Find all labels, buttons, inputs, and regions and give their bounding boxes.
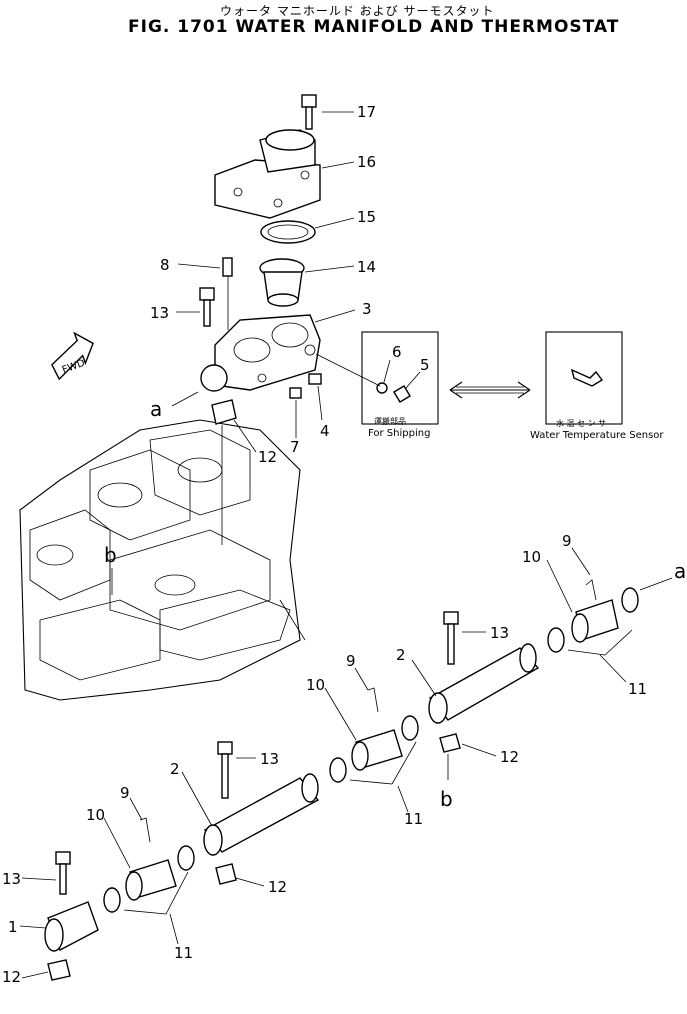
callout-15: 15 <box>357 208 376 226</box>
callout-11-left: 11 <box>174 944 193 962</box>
water-temperature-sensor-box: 水 温 セ ン サ Water Temperature Sensor <box>530 331 664 441</box>
callout-13-right: 13 <box>490 624 509 642</box>
ref-a-top: a <box>150 397 162 421</box>
callout-2-right: 2 <box>396 646 406 664</box>
callout-9-middle: 9 <box>346 652 356 670</box>
bolt-13-top <box>199 287 215 327</box>
callout-7: 7 <box>290 438 300 456</box>
gasket-12-top <box>211 399 237 425</box>
callout-5: 5 <box>420 356 430 374</box>
callout-12-middle: 12 <box>500 748 519 766</box>
callout-9-right: 9 <box>562 532 572 550</box>
pipe-2-left <box>203 741 320 885</box>
engine-block <box>19 419 306 701</box>
pipe-right-group <box>547 579 639 656</box>
callout-10-middle: 10 <box>306 676 325 694</box>
thermostat-14 <box>259 258 305 307</box>
callout-labels: 17 16 15 8 14 13 3 6 5 7 4 12 9 10 13 2 … <box>2 103 647 986</box>
callout-9-left: 9 <box>120 784 130 802</box>
callout-13-top: 13 <box>150 304 169 322</box>
callout-10-left: 10 <box>86 806 105 824</box>
coupling-middle-group <box>329 687 419 785</box>
plug-7 <box>289 387 302 399</box>
callout-16: 16 <box>357 153 376 171</box>
elbow-1 <box>44 851 99 981</box>
reference-letters: a a b b <box>104 397 686 811</box>
bolt-17 <box>301 94 317 130</box>
water-temperature-sensor <box>570 368 604 387</box>
callout-6: 6 <box>392 343 402 361</box>
callout-8: 8 <box>160 256 170 274</box>
callout-13-middle: 13 <box>260 750 279 768</box>
fwd-arrow: FWD <box>51 331 94 381</box>
callout-4: 4 <box>320 422 330 440</box>
callout-3: 3 <box>362 300 372 318</box>
sensor-label-en: Water Temperature Sensor <box>530 430 664 441</box>
callout-12-top: 12 <box>258 448 277 466</box>
callout-12-left: 12 <box>268 878 287 896</box>
callout-11-middle: 11 <box>404 810 423 828</box>
shipping-parts-box: 運搬部品 For Shipping <box>361 331 439 439</box>
sensor-label-jp: 水 温 セ ン サ <box>556 418 606 428</box>
shipping-label-jp: 運搬部品 <box>374 416 406 426</box>
shipping-label-en: For Shipping <box>368 428 430 439</box>
ref-b-left: b <box>104 543 117 567</box>
callout-10-right: 10 <box>522 548 541 566</box>
thermostat-cover-16 <box>214 129 321 219</box>
page-title: FIG. 1701 WATER MANIFOLD AND THERMOSTAT <box>128 17 620 37</box>
title-japanese: ウォータ マニホールド および サーモスタット <box>220 4 495 18</box>
callout-12-bottom: 12 <box>2 968 21 986</box>
callout-17: 17 <box>357 103 376 121</box>
plug-5 <box>393 385 411 403</box>
callout-2-left: 2 <box>170 760 180 778</box>
callout-11-right: 11 <box>628 680 647 698</box>
o-ring-6 <box>376 382 388 394</box>
coupling-left-group <box>103 817 195 915</box>
gasket-15 <box>260 220 316 244</box>
plug-8 <box>222 257 233 277</box>
pipe-2-right <box>428 611 540 753</box>
ref-b-bottom: b <box>440 787 453 811</box>
leader-lines <box>19 111 673 979</box>
thermostat-housing-3 <box>200 314 321 392</box>
callout-14: 14 <box>357 258 376 276</box>
callout-1: 1 <box>8 918 18 936</box>
plug-4 <box>308 373 322 385</box>
callout-13-bottom: 13 <box>2 870 21 888</box>
ref-a-right: a <box>674 559 686 583</box>
